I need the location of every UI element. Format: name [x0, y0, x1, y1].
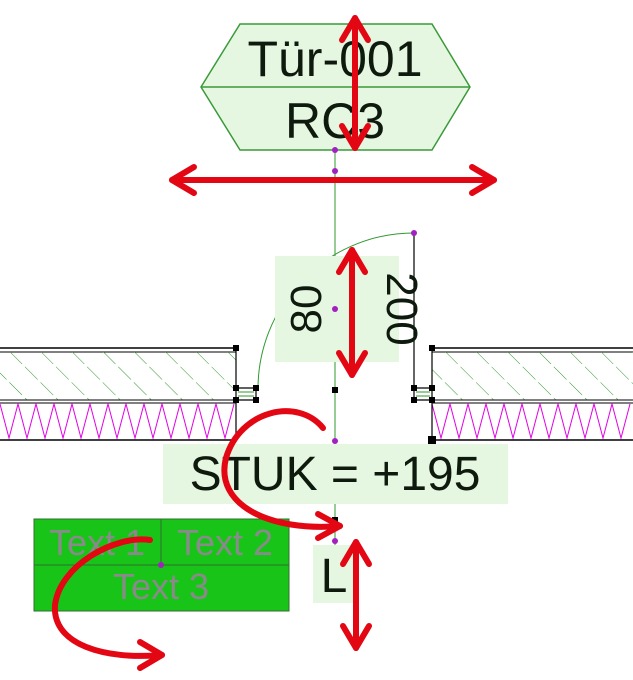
level-label[interactable]: STUK = +195 — [163, 444, 508, 504]
wall-left[interactable] — [0, 347, 257, 441]
move-arrow-vertical-bottom[interactable] — [340, 539, 372, 651]
resize-arrow-opening[interactable] — [336, 247, 368, 378]
level-label-text: STUK = +195 — [190, 448, 481, 501]
opening-height-text: 200 — [377, 272, 426, 345]
door-tag-name: Tür-001 — [247, 31, 422, 87]
move-arrow-vertical-top[interactable] — [339, 15, 371, 151]
wall-right[interactable] — [413, 347, 633, 441]
door-tag-code: RC3 — [285, 93, 385, 149]
text-block-cell-3: Text 3 — [113, 566, 209, 607]
text-block-cell-2: Text 2 — [177, 522, 273, 563]
opening-width-text: 80 — [282, 285, 331, 334]
rotate-arrow-text-block[interactable] — [51, 536, 165, 671]
move-arrow-horizontal[interactable] — [169, 164, 497, 196]
rotate-arrow-level[interactable] — [221, 408, 343, 541]
door-tag[interactable]: Tür-001 RC3 — [200, 23, 471, 151]
